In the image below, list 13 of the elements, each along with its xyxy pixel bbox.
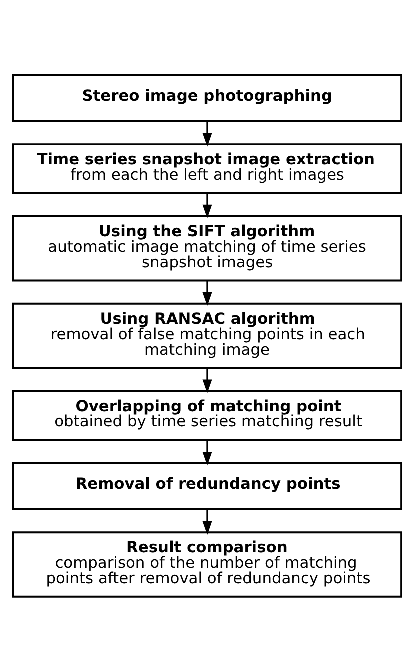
node-box: Overlapping of matching point obtained by time series matching result — [12, 390, 402, 442]
arrow — [202, 121, 212, 147]
node-box: Removal of redundancy points — [12, 462, 402, 510]
arrow — [202, 193, 212, 218]
node-box: Using RANSAC algorithm removal of false matching points in each matching image — [12, 302, 402, 370]
node-box: Result comparison comparison of the number of matching points after removal of redundancy points — [12, 532, 402, 598]
arrow — [202, 281, 212, 306]
node-box: Using the SIFT algorithm automatic image matching of time series snapshot images — [12, 216, 402, 282]
node-box: Time series snapshot image extraction from each the left and right images — [12, 144, 402, 194]
arrow — [202, 440, 212, 466]
arrow — [202, 510, 212, 536]
arrow — [202, 368, 212, 394]
node-box: Stereo image photographing — [12, 74, 402, 122]
